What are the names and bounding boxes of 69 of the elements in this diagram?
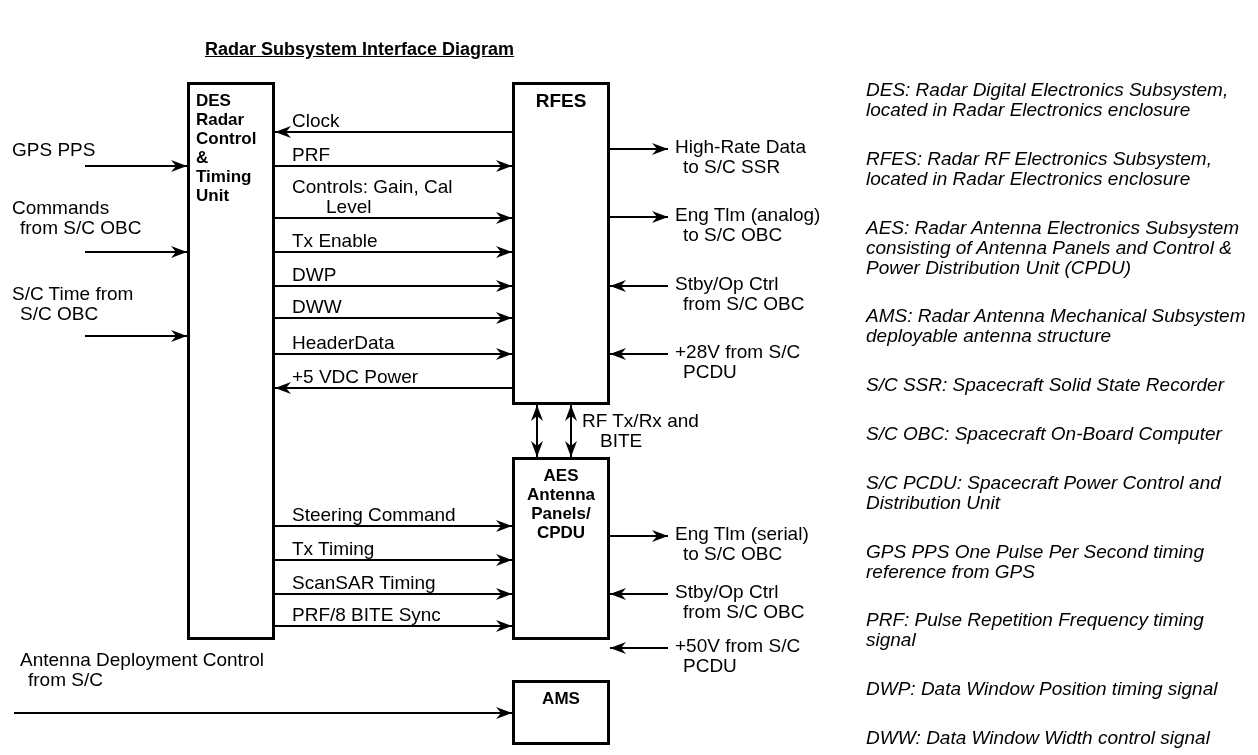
arrow [274,382,513,394]
block-box [512,457,610,640]
block-box [512,82,610,405]
edge-label: ScanSAR Timing [292,573,437,593]
signal-label: S/C Time from S/C OBC [12,284,145,324]
abbreviation-note: S/C SSR: Spacecraft Solid State Recorder [866,375,1226,396]
edge-label: +5 VDC Power [292,367,420,387]
abbreviation-note: PRF: Pulse Repetition Frequency timing signal [866,610,1205,651]
diagram-title: Radar Subsystem Interface Diagram [205,38,515,61]
arrow [274,312,513,324]
abbreviation-note: DWW: Data Window Width control signal [866,727,1212,748]
edge-label: Tx Enable [292,231,379,251]
signal-label: Eng Tlm (serial) to S/C OBC [675,524,820,564]
arrow [274,554,513,566]
arrow [609,143,669,155]
arrow [609,211,669,223]
block-title: RFES [535,91,587,111]
double-arrow [565,404,577,458]
edge-label: HeaderData [292,333,396,353]
block-box [187,82,275,640]
arrow [609,348,669,360]
arrow [274,348,513,360]
edge-label: Steering Command [292,505,457,525]
abbreviation-note: S/C PCDU: Spacecraft Power Control and Distribution Unit [866,472,1223,513]
arrow [274,620,513,632]
signal-label: Antenna Deployment Control from S/C [20,650,300,690]
arrow [274,212,513,224]
edge-label: Controls: Gain, Cal Level [292,177,454,217]
signal-label: +50V from S/C PCDU [675,636,815,676]
signal-label: Stby/Op Ctrl from S/C OBC [675,274,815,314]
edge-label: Tx Timing [292,539,376,559]
arrow [274,160,513,172]
arrow [274,520,513,532]
signal-label: Stby/Op Ctrl from S/C OBC [675,582,815,622]
signal-label: Eng Tlm (analog) to S/C OBC [675,205,830,245]
arrow [609,530,669,542]
edge-label: PRF/8 BITE Sync [292,605,442,625]
arrow [84,246,188,258]
abbreviation-note: AMS: Radar Antenna Mechanical Subsystem deployable antenna structure [866,306,1247,347]
abbreviation-note: DES: Radar Digital Electronics Subsystem, located in Radar Electronics enclosure [866,80,1230,120]
arrow [609,280,669,292]
arrow [84,160,188,172]
abbreviation-note: DWP: Data Window Position timing signal [866,679,1219,700]
arrow [274,246,513,258]
block-box [512,680,610,745]
edge-label: RF Tx/Rx and BITE [582,411,700,451]
arrow [274,588,513,600]
arrow [84,330,188,342]
arrow [274,280,513,292]
arrow [609,642,669,654]
signal-label: +28V from S/C PCDU [675,342,815,382]
abbreviation-note: RFES: Radar RF Electronics Subsystem, located in Radar Electronics enclosure [866,148,1213,189]
arrow [13,707,513,719]
signal-label: GPS PPS [12,140,132,160]
block-title: AES Antenna Panels/ CPDU [526,466,596,542]
edge-label: DWP [292,265,338,285]
signal-label: Commands from S/C OBC [12,198,145,238]
block-title: AMS [542,689,580,708]
edge-label: PRF [292,145,331,165]
arrow [609,588,669,600]
signal-label: High-Rate Data to S/C SSR [675,137,813,177]
double-arrow [531,404,543,458]
abbreviation-note: S/C OBC: Spacecraft On-Board Computer [866,424,1224,444]
block-title: DES Radar Control & Timing Unit [196,91,258,205]
abbreviation-note: GPS PPS One Pulse Per Second timing reference from GPS [866,541,1205,582]
edge-label: DWW [292,297,343,317]
abbreviation-note: AES: Radar Antenna Electronics Subsystem consisting of Antenna Panels and Control & Power Distribution Unit (CPDU) [866,217,1241,278]
arrow [274,126,513,138]
edge-label: Clock [292,111,341,131]
